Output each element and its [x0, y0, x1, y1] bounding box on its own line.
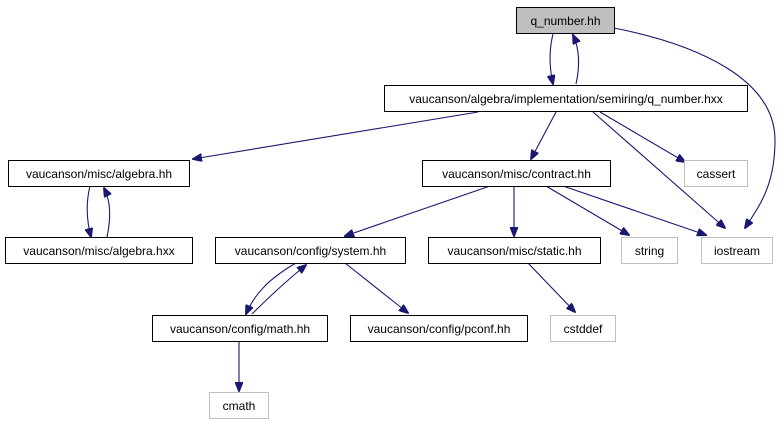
node-cassert: cassert: [684, 160, 748, 187]
edge-math-hh-to-system-hh: [251, 265, 306, 315]
edge-q-number-hxx-to-algebra-hh: [193, 111, 479, 159]
edge-algebra-hh-to-algebra-hxx: [87, 185, 91, 237]
node-algebra-hxx[interactable]: vaucanson/misc/algebra.hxx: [5, 237, 193, 264]
edge-static-hh-to-cstddef: [527, 262, 575, 312]
edge-q-number-hh-to-q-number-hxx: [550, 33, 553, 84]
node-system-hh[interactable]: vaucanson/config/system.hh: [215, 237, 406, 264]
node-string: string: [621, 237, 678, 264]
node-contract-hh[interactable]: vaucanson/misc/contract.hh: [422, 160, 611, 187]
node-q-number-hxx[interactable]: vaucanson/algebra/implementation/semirin…: [384, 85, 748, 112]
edge-system-hh-to-math-hh: [246, 262, 297, 314]
node-static-hh[interactable]: vaucanson/misc/static.hh: [428, 237, 601, 264]
edge-algebra-hxx-to-algebra-hh: [104, 188, 110, 238]
edge-system-hh-to-pconf-hh: [344, 262, 408, 313]
edge-contract-hh-to-system-hh: [345, 185, 491, 236]
node-q-number-hh: q_number.hh: [516, 7, 615, 34]
node-algebra-hh[interactable]: vaucanson/misc/algebra.hh: [8, 160, 190, 187]
edge-q-number-hxx-to-iostream: [592, 111, 725, 228]
node-cstddef: cstddef: [550, 315, 616, 342]
edge-q-number-hh-to-iostream: [613, 27, 776, 228]
edge-q-number-hxx-to-cassert: [599, 111, 685, 162]
edge-q-number-hxx-to-contract-hh: [531, 111, 557, 159]
node-cmath: cmath: [209, 392, 269, 419]
edge-q-number-hxx-to-q-number-hh: [573, 35, 579, 85]
node-pconf-hh[interactable]: vaucanson/config/pconf.hh: [350, 315, 528, 342]
node-iostream: iostream: [701, 237, 773, 264]
node-math-hh[interactable]: vaucanson/config/math.hh: [152, 315, 328, 342]
edge-contract-hh-to-iostream: [562, 185, 706, 235]
edge-contract-hh-to-string: [545, 185, 629, 235]
